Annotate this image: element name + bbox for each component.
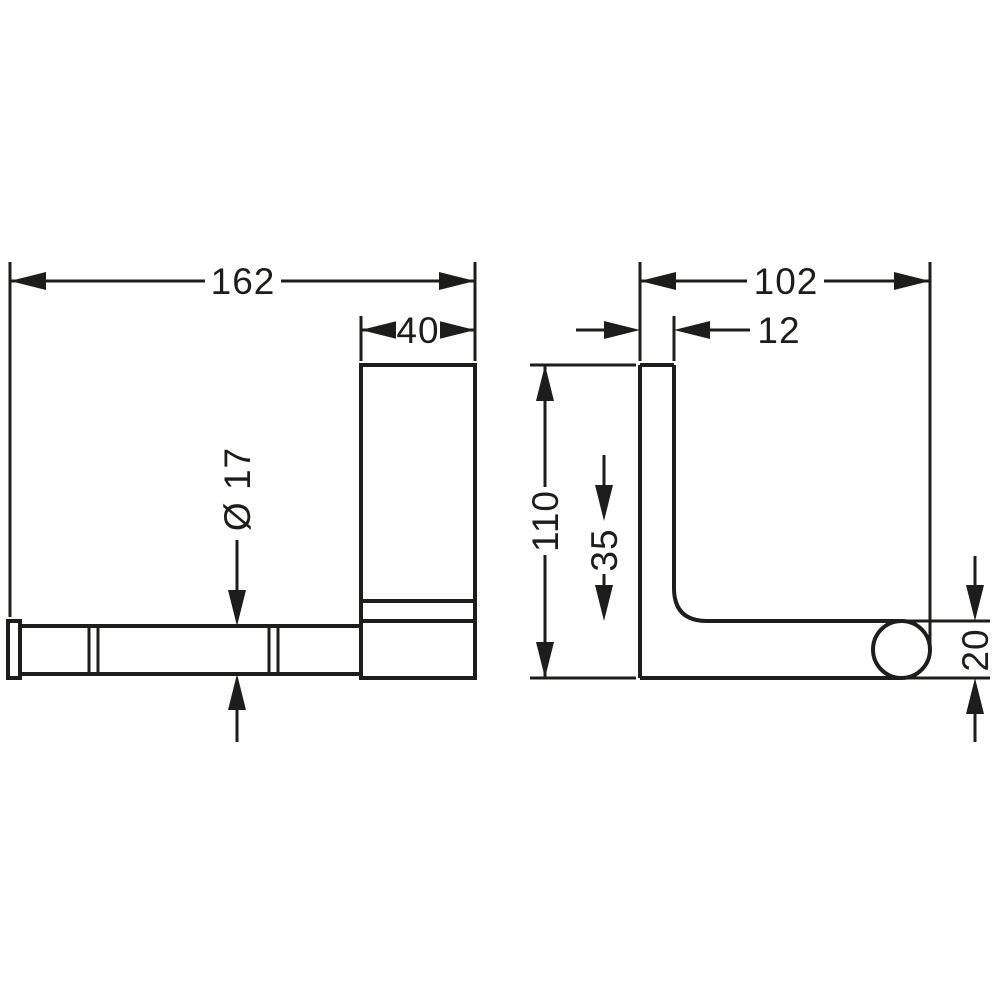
height-label: 110 xyxy=(525,490,566,552)
arm-end-circle xyxy=(871,619,932,680)
front-view: 162 40 Ø 17 xyxy=(6,261,477,742)
arrowhead-right-icon xyxy=(439,321,475,339)
arrowhead-up-icon xyxy=(536,365,554,401)
holder-bar xyxy=(18,624,363,676)
arrowhead-down-icon xyxy=(595,485,613,521)
width-label: 162 xyxy=(211,261,276,302)
arrowhead-right-icon xyxy=(439,272,475,290)
arrowhead-down-icon xyxy=(966,585,984,621)
arm-offset-label-background xyxy=(584,529,624,571)
arm-offset-label: 35 xyxy=(584,528,625,571)
arrowhead-up-icon xyxy=(966,678,984,714)
bar-diameter-label: Ø 17 xyxy=(217,447,258,531)
arrowhead-left-icon xyxy=(10,272,46,290)
depth-label: 102 xyxy=(754,261,819,302)
arrowhead-up-icon xyxy=(228,674,246,710)
arrowhead-down-icon xyxy=(536,642,554,678)
bar-diameter-label-group: Ø 17 xyxy=(217,447,258,531)
height-label-background xyxy=(525,487,565,555)
plate-width-label-background xyxy=(396,312,440,349)
bar-diameter-label-background xyxy=(217,447,257,531)
arrowhead-left-icon xyxy=(361,321,397,339)
height-label-group: 110 xyxy=(525,487,566,555)
arm-offset-label-group: 35 xyxy=(584,528,625,572)
arrowhead-right-icon xyxy=(604,321,640,339)
profile-inner-edge xyxy=(672,365,903,623)
arrowhead-left-icon xyxy=(640,272,676,290)
side-view: 102 12 110 35 xyxy=(525,261,996,742)
arrowhead-left-icon xyxy=(674,321,710,339)
wall-plate-front xyxy=(359,363,477,680)
arrowhead-down-icon xyxy=(595,585,613,621)
arm-end-height-label-background xyxy=(955,629,995,671)
arm-end-height-label: 20 xyxy=(955,628,996,671)
bar-end-cap xyxy=(6,619,22,680)
depth-label-background xyxy=(747,261,824,301)
arrowhead-down-icon xyxy=(228,590,246,626)
arm-end-height-label-group: 20 xyxy=(955,628,996,672)
plate-thickness-label: 12 xyxy=(757,310,800,351)
arrowhead-right-icon xyxy=(894,272,930,290)
width-label-background xyxy=(205,261,281,301)
plate-width-label: 40 xyxy=(396,310,439,351)
